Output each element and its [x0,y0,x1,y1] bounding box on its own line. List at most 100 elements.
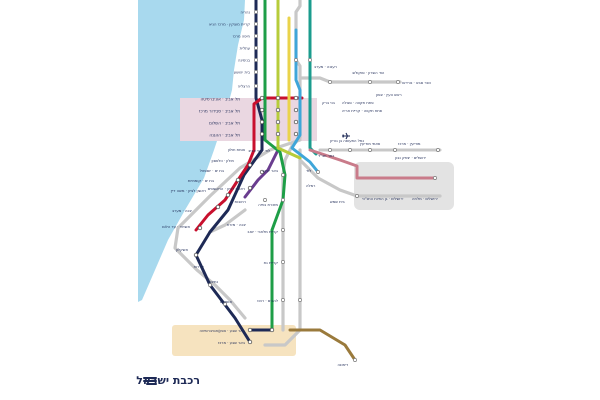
label-petah-tikva: פתח תקווה · סגולה [342,100,374,105]
label-yavne-maarav: יבנה · מערב [172,208,192,213]
station-dot [223,302,227,306]
blue-line [290,28,320,174]
station-dot [247,185,253,191]
station-dot [281,260,285,264]
station-dot [281,173,285,177]
station-dot [275,119,281,125]
station-dot [328,80,332,84]
station-dot [308,58,312,62]
brown-line [288,328,357,362]
lime-line [276,0,302,160]
station-dot [298,298,302,302]
label-raanana-west: רעננה · מערב [314,64,337,69]
label-yavne-mizrah: יבנה · מזרח [227,222,246,227]
rose-line [308,148,437,180]
station-dot [368,80,372,84]
station-dot [247,327,253,333]
stations [193,10,440,362]
airplane-icon [342,132,350,140]
station-dot [355,194,359,198]
label-beit-shemesh: בית שמש [330,199,346,204]
station-dot [225,192,231,198]
station-dot [254,70,258,74]
label-ofakim: אופקים [220,299,232,304]
label-holon-wolfson: חולון · וולפסון [212,158,235,163]
label-beersheva-center: באר שבע · מרכז [218,340,246,345]
gray-line-yavne [208,208,247,234]
station-dot [247,162,253,168]
station-dot [247,339,253,345]
label-ashkelon: אשקלון [176,247,189,252]
station-dot [275,131,281,137]
station-dot [328,148,332,152]
label-lehavim: להבים · רהט [257,298,278,303]
label-herzliya: הרצליה [238,84,251,89]
station-dot [254,22,258,26]
station-labels: נהריה קריית מוצקין · מרכז הגיא חיפה מרכז… [162,10,438,368]
station-dot [259,119,265,125]
station-dot [235,177,241,183]
jerusalem-zone [354,162,454,210]
station-dot [281,298,285,302]
label-rosh-haayin: ראש העין · צפון [376,92,402,97]
station-dot [254,58,258,62]
label-netivot: נתיבות [207,279,218,284]
station-dot [393,148,397,152]
label-nahariya: נהריה [241,10,251,15]
label-haifa-merkaz: חיפה מרכז [233,34,251,39]
label-lod-ganei-aviv: לוד · גני אביב [248,148,270,153]
label-ashdod: אשדוד · עד הלום [162,224,190,229]
station-dot [259,131,265,137]
label-holon-junction: צומת חולון [228,147,245,152]
station-dot [281,228,285,232]
label-jerusalem-navon: ירושלים · יצחק נבון [395,155,426,160]
station-dot [193,252,199,258]
label-paatei-modiin: פאתי מודיעין [360,141,381,146]
station-dot [259,169,265,175]
station-dot [436,148,440,152]
station-dot [293,95,299,101]
label-kfar-habad: כפר חב"ד [318,153,334,158]
station-dot [254,34,258,38]
station-dot [293,107,299,113]
logo-stripe [143,377,157,385]
station-dot [208,283,212,287]
station-dot [259,107,265,113]
label-ta-hahagana: תל אביב · ההגנה [209,133,240,138]
gray-line-beit-shemesh [298,158,442,198]
station-dot [293,119,299,125]
mediterranean-sea [138,0,245,302]
label-bnei-brak: בני ברק [322,100,336,105]
label-modiin-center: מודיעין · מרכז [398,141,421,146]
station-dot [353,358,357,362]
airplane-shape [342,132,350,140]
station-dot [348,148,352,152]
station-dot [316,170,320,174]
label-rishon-moshe-dayan: ראשון לציון · משה דיין [171,188,206,193]
label-beer-yaakov: באר יעקב [262,168,279,173]
station-dot [396,80,400,84]
brand-logo: רכבת ישראל [136,374,200,387]
station-dot [275,107,281,113]
station-dot [254,84,258,88]
label-ta-savidor: תל אביב · סבידור מרכז [199,109,240,114]
label-rishon-harishonim: ראשון לציון · הראשונים [208,186,245,191]
label-ramla: רמלה [306,183,315,188]
label-ben-gurion: נמל התעופה בן גוריון [330,138,364,143]
station-dot [368,148,372,152]
label-jerusalem-malha: ירושלים · מלחה [412,196,438,201]
israel-railways-logo-icon [143,377,157,385]
label-atlit: עתלית [240,46,251,51]
station-dot [281,198,285,202]
label-mazkeret-batya: מזכרת בתיה [258,202,278,207]
station-dot [259,95,265,101]
label-hod-hasharon: הוד השרון · סוקולוב [352,70,385,75]
station-dot [269,327,275,333]
label-binyamina: בנימינה [238,58,251,63]
label-sderot: שדרות [194,264,205,269]
label-beit-yehoshua: בית יהושע [234,70,251,75]
label-jerusalem-zoo: ירושלים · גן החיות התנ"כי [362,196,403,201]
label-kiryat-malakhi: קריית מלאכי · יואב [247,229,278,234]
station-dot [254,10,258,14]
